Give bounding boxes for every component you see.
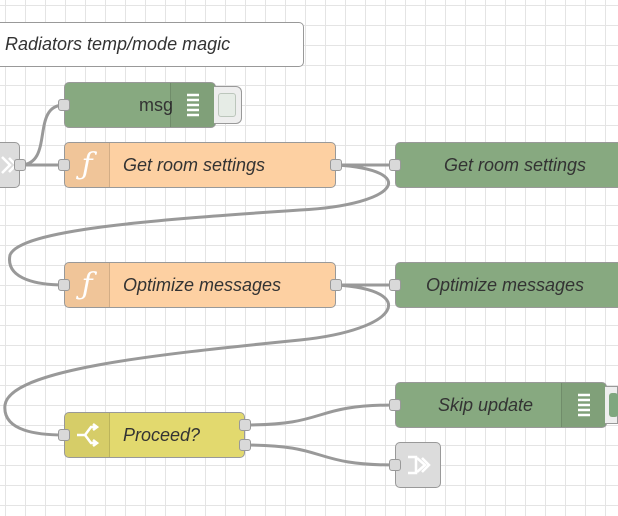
msg-debug-label: msg [138, 94, 173, 115]
get-room-settings-input-port[interactable] [58, 159, 70, 171]
link-out-input-port[interactable] [389, 459, 401, 471]
optimize-messages-debug-node[interactable]: Optimize messages [395, 262, 618, 308]
get-room-settings-debug-input-port[interactable] [389, 159, 401, 171]
optimize-messages-label: Optimize messages [123, 274, 282, 295]
get-room-settings-function-node[interactable]: ƒ Get room settings [64, 142, 336, 188]
optimize-messages-function-node[interactable]: ƒ Optimize messages [64, 262, 336, 308]
debug-list-icon [561, 383, 606, 427]
wire-proceed-to-link-out[interactable] [244, 443, 396, 467]
proceed-label: Proceed? [123, 424, 201, 445]
optimize-messages-output-port[interactable] [330, 279, 342, 291]
wire-proceed-to-skip[interactable] [244, 403, 396, 427]
get-room-settings-debug-node[interactable]: Get room settings [395, 142, 618, 188]
optimize-messages-input-port[interactable] [58, 279, 70, 291]
skip-update-debug-node[interactable]: Skip update [395, 382, 607, 428]
link-out-icon [408, 455, 431, 475]
comment-text: Radiators temp/mode magic [5, 34, 231, 54]
skip-update-label: Skip update [438, 394, 534, 415]
function-icon: ƒ [65, 143, 110, 187]
wire-get-room-to-optimize[interactable] [8, 163, 390, 287]
link-out-node[interactable] [395, 442, 441, 488]
wire-optimize-to-proceed[interactable] [3, 283, 391, 437]
wire-link-to-msg[interactable] [19, 103, 65, 167]
skip-update-debug-toggle[interactable] [605, 386, 618, 424]
switch-icon [65, 413, 110, 457]
proceed-input-port[interactable] [58, 429, 70, 441]
get-room-settings-label: Get room settings [123, 154, 266, 175]
function-icon: ƒ [65, 263, 110, 307]
optimize-messages-debug-input-port[interactable] [389, 279, 401, 291]
optimize-messages-debug-label: Optimize messages [426, 274, 585, 295]
proceed-output-port-1[interactable] [239, 419, 251, 431]
skip-update-input-port[interactable] [389, 399, 401, 411]
msg-debug-input-port[interactable] [58, 99, 70, 111]
proceed-switch-node[interactable]: Proceed? [64, 412, 245, 458]
debug-list-icon [170, 83, 215, 127]
get-room-settings-debug-label: Get room settings [444, 154, 587, 175]
link-in-output-port[interactable] [14, 159, 26, 171]
msg-debug-node[interactable]: msg [64, 82, 216, 128]
get-room-settings-output-port[interactable] [330, 159, 342, 171]
msg-debug-toggle[interactable] [214, 86, 242, 124]
flow-comment[interactable]: Radiators temp/mode magic [0, 22, 304, 67]
proceed-output-port-2[interactable] [239, 439, 251, 451]
